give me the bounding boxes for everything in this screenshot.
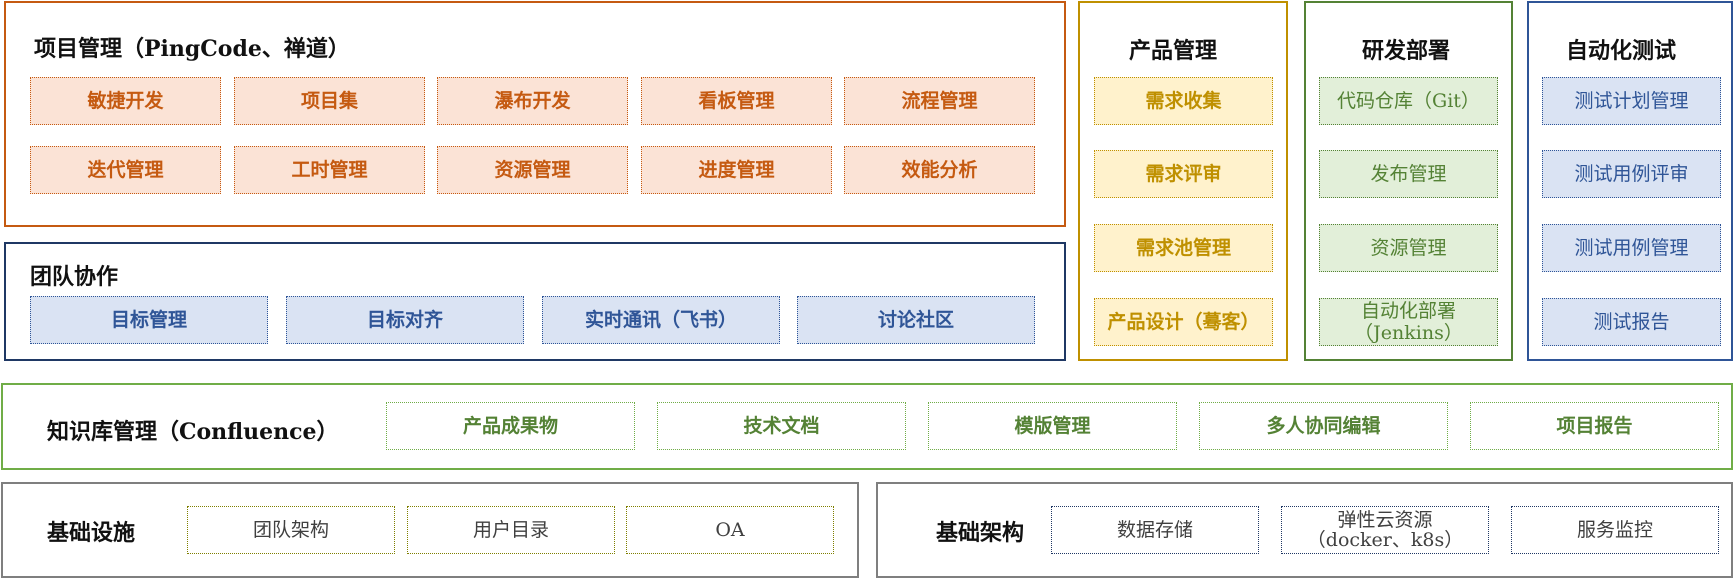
project-management-title: 项目管理（PingCode、禅道） <box>34 36 350 62</box>
team-collaboration-title: 团队协作 <box>30 264 119 290</box>
knowledge-item: 多人协同编辑 <box>1199 402 1448 450</box>
knowledge-item: 产品成果物 <box>386 402 635 450</box>
knowledge-item: 项目报告 <box>1470 402 1719 450</box>
product-item: 需求池管理 <box>1094 224 1273 272</box>
automated-testing-panel: 自动化测试 <box>1527 1 1733 361</box>
project-item: 流程管理 <box>844 77 1035 125</box>
product-management-title: 产品管理 <box>1129 38 1218 64</box>
product-item: 产品设计（蓦客） <box>1094 298 1273 346</box>
infrastructure-item: 用户目录 <box>407 506 615 554</box>
team-collaboration-panel: 团队协作 <box>4 242 1066 361</box>
project-item: 瀑布开发 <box>437 77 628 125</box>
project-item: 敏捷开发 <box>30 77 221 125</box>
architecture-item: 弹性云资源 （docker、k8s） <box>1281 506 1489 554</box>
testing-item: 测试报告 <box>1542 298 1721 346</box>
product-item: 需求收集 <box>1094 77 1273 125</box>
project-item: 工时管理 <box>234 146 425 194</box>
team-item: 讨论社区 <box>797 296 1035 344</box>
base-architecture-panel: 基础架构 <box>876 482 1733 578</box>
knowledge-item: 模版管理 <box>928 402 1177 450</box>
rnd-deployment-title: 研发部署 <box>1362 38 1451 64</box>
team-item: 目标管理 <box>30 296 268 344</box>
knowledge-item: 技术文档 <box>657 402 906 450</box>
rnd-item: 代码仓库（Git） <box>1319 77 1498 125</box>
team-item: 实时通讯（飞书） <box>542 296 780 344</box>
rnd-item: 资源管理 <box>1319 224 1498 272</box>
project-management-panel: 项目管理（PingCode、禅道） <box>4 1 1066 227</box>
rnd-item: 自动化部署 （Jenkins） <box>1319 298 1498 346</box>
product-management-panel: 产品管理 <box>1078 1 1288 361</box>
knowledge-base-panel: 知识库管理（Confluence） <box>1 383 1733 470</box>
base-architecture-title: 基础架构 <box>936 520 1025 546</box>
product-item: 需求评审 <box>1094 150 1273 198</box>
architecture-item: 数据存储 <box>1051 506 1259 554</box>
architecture-item: 服务监控 <box>1511 506 1719 554</box>
project-item: 看板管理 <box>641 77 832 125</box>
infrastructure-item: OA <box>626 506 834 554</box>
infrastructure-title: 基础设施 <box>47 520 136 546</box>
testing-item: 测试用例管理 <box>1542 224 1721 272</box>
infrastructure-panel: 基础设施 <box>1 482 859 578</box>
project-item: 效能分析 <box>844 146 1035 194</box>
automated-testing-title: 自动化测试 <box>1566 38 1677 64</box>
testing-item: 测试计划管理 <box>1542 77 1721 125</box>
project-item: 迭代管理 <box>30 146 221 194</box>
project-item: 进度管理 <box>641 146 832 194</box>
testing-item: 测试用例评审 <box>1542 150 1721 198</box>
project-item: 资源管理 <box>437 146 628 194</box>
rnd-item: 发布管理 <box>1319 150 1498 198</box>
team-item: 目标对齐 <box>286 296 524 344</box>
knowledge-base-title: 知识库管理（Confluence） <box>47 419 339 445</box>
rnd-deployment-panel: 研发部署 <box>1304 1 1513 361</box>
infrastructure-item: 团队架构 <box>187 506 395 554</box>
project-item: 项目集 <box>234 77 425 125</box>
